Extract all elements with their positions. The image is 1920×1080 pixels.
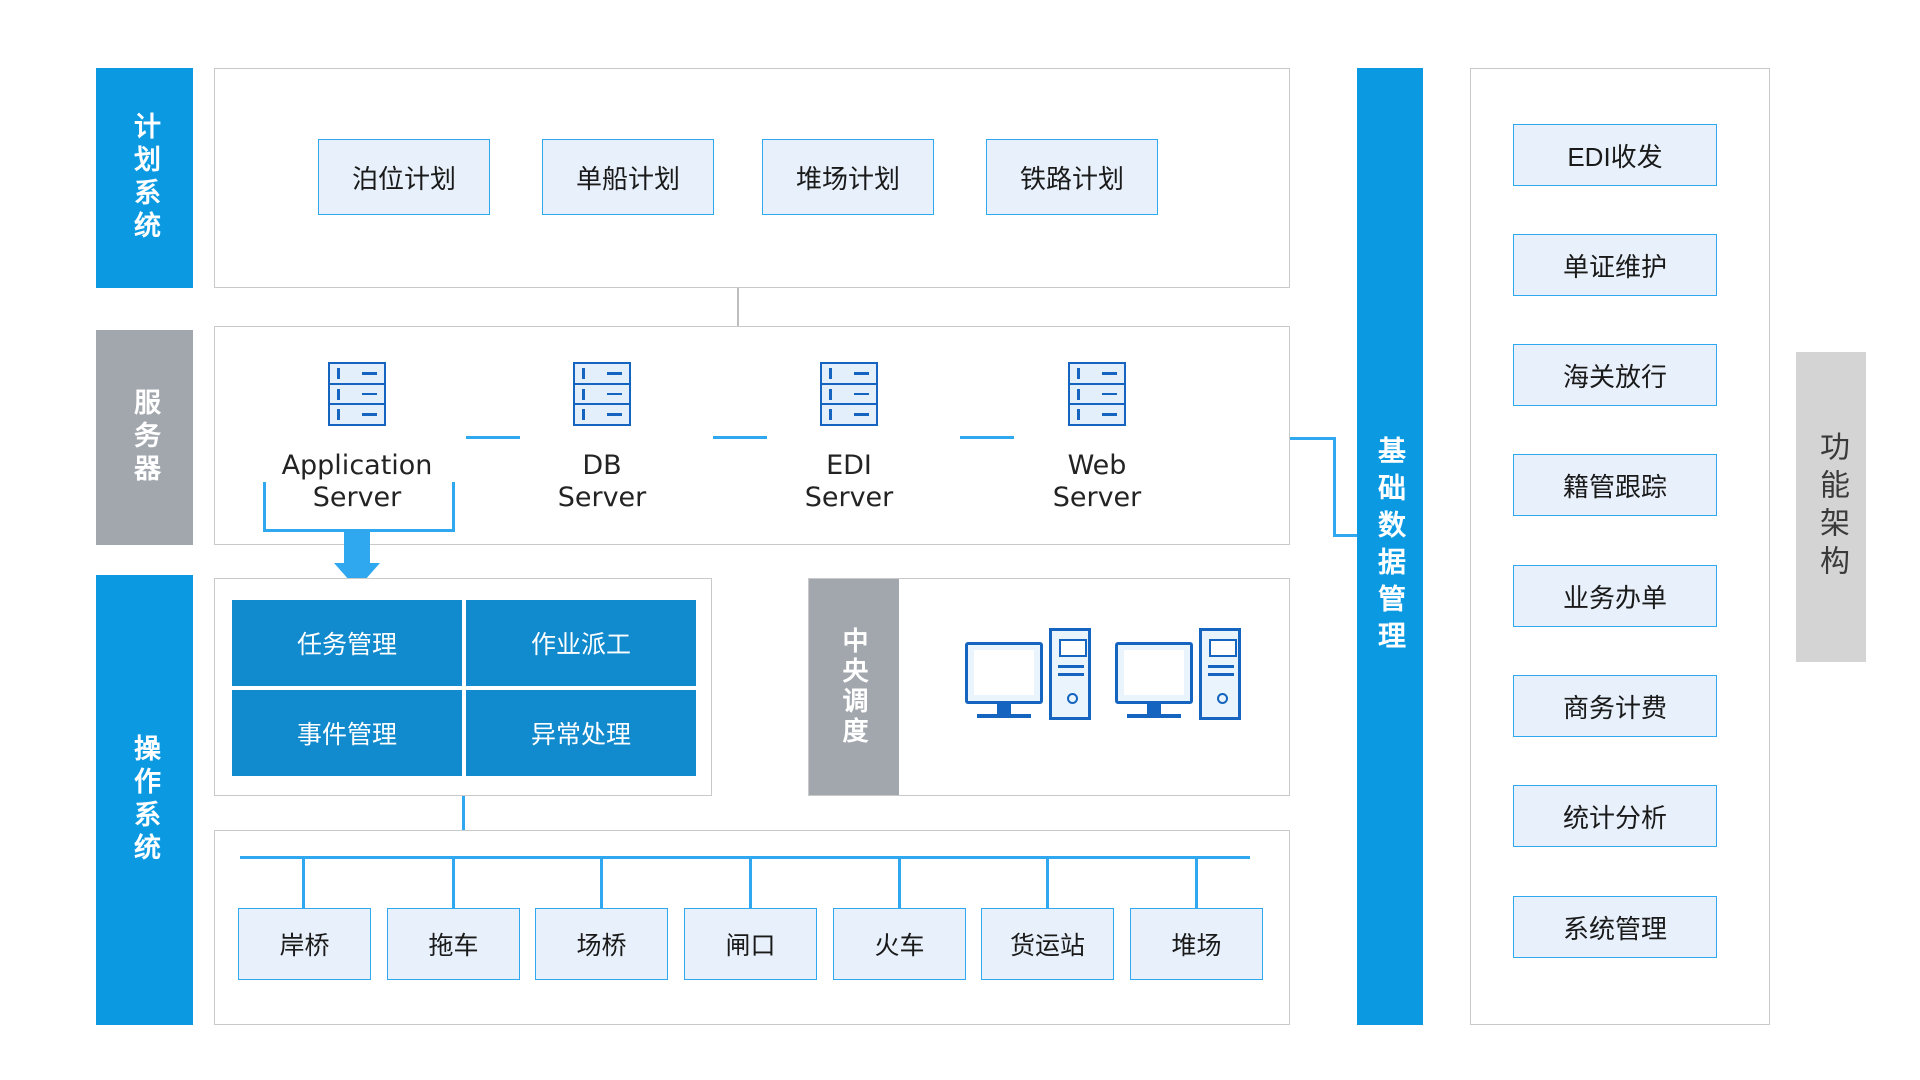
plan-item-vessel[interactable]: 单船计划 <box>542 139 714 215</box>
terminals-drop-6 <box>1046 856 1049 911</box>
band-operation-system-label: 操作系统 <box>130 734 160 866</box>
server-rack-icon-edi <box>820 362 878 426</box>
plan-item-rail-label: 铁路计划 <box>1019 163 1124 194</box>
server-label-web: Web Server <box>1052 450 1142 513</box>
band-central-dispatch: 中央调度 <box>809 579 899 795</box>
function-item-customs-label: 海关放行 <box>1562 361 1667 392</box>
terminal-yard-label: 堆场 <box>1171 932 1222 960</box>
function-item-billing-label: 商务计费 <box>1562 692 1667 723</box>
operation-module-task[interactable]: 任务管理 <box>232 600 462 686</box>
band-server-label: 服务器 <box>130 388 160 487</box>
band-plan-system: 计划系统 <box>96 68 193 288</box>
band-server: 服务器 <box>96 330 193 545</box>
function-item-document[interactable]: 单证维护 <box>1513 234 1717 296</box>
operation-module-task-label: 任务管理 <box>296 631 397 659</box>
terminal-truck-label: 拖车 <box>428 932 479 960</box>
connector-server-to-basedata-v <box>1333 437 1336 537</box>
operation-module-dispatch[interactable]: 作业派工 <box>466 600 696 686</box>
band-central-dispatch-label: 中央调度 <box>839 627 869 747</box>
band-function-architecture-label: 功能架构 <box>1815 431 1848 583</box>
band-base-data-management-label: 基础数据管理 <box>1375 435 1406 658</box>
terminals-bus-line <box>240 856 1250 859</box>
bracket-app-left <box>263 482 266 532</box>
terminal-yard-crane-label: 场桥 <box>576 932 627 960</box>
terminals-drop-4 <box>749 856 752 911</box>
terminal-gate[interactable]: 闸口 <box>684 908 817 980</box>
terminal-quay-crane-label: 岸桥 <box>279 932 330 960</box>
plan-item-berth-label: 泊位计划 <box>351 163 456 194</box>
terminal-train-label: 火车 <box>874 932 925 960</box>
arrow-app-to-operation-shaft <box>344 529 370 565</box>
function-item-billing[interactable]: 商务计费 <box>1513 675 1717 737</box>
terminal-gate-label: 闸口 <box>725 932 776 960</box>
terminal-truck[interactable]: 拖车 <box>387 908 520 980</box>
terminal-train[interactable]: 火车 <box>833 908 966 980</box>
terminals-drop-1 <box>302 856 305 911</box>
plan-item-yard[interactable]: 堆场计划 <box>762 139 934 215</box>
connector-plan-to-server <box>737 288 739 326</box>
connector-server-to-basedata-h1 <box>1290 437 1336 440</box>
terminal-quay-crane[interactable]: 岸桥 <box>238 908 371 980</box>
band-base-data-management: 基础数据管理 <box>1357 68 1423 1025</box>
function-item-business-order-label: 业务办单 <box>1562 582 1667 613</box>
operation-module-exception[interactable]: 异常处理 <box>466 690 696 776</box>
server-label-db: DB Server <box>557 450 647 513</box>
function-item-statistics-label: 统计分析 <box>1562 802 1667 833</box>
server-rack-icon-web <box>1068 362 1126 426</box>
server-rack-icon-db <box>573 362 631 426</box>
connector-app-db <box>466 436 520 439</box>
function-item-tracking[interactable]: 籍管跟踪 <box>1513 454 1717 516</box>
operation-module-exception-label: 异常处理 <box>530 721 631 749</box>
connector-edi-web <box>960 436 1014 439</box>
terminal-yard-crane[interactable]: 场桥 <box>535 908 668 980</box>
terminal-freight-station[interactable]: 货运站 <box>981 908 1114 980</box>
plan-item-rail[interactable]: 铁路计划 <box>986 139 1158 215</box>
function-item-system-admin[interactable]: 系统管理 <box>1513 896 1717 958</box>
terminal-yard[interactable]: 堆场 <box>1130 908 1263 980</box>
band-function-architecture: 功能架构 <box>1796 352 1866 662</box>
function-item-edi[interactable]: EDI收发 <box>1513 124 1717 186</box>
connector-operation-to-terminals-v1 <box>462 796 465 836</box>
connector-db-edi <box>713 436 767 439</box>
terminals-drop-3 <box>600 856 603 911</box>
server-label-application: Application Server <box>281 450 433 513</box>
plan-item-yard-label: 堆场计划 <box>795 163 900 194</box>
terminals-drop-2 <box>452 856 455 911</box>
band-plan-system-label: 计划系统 <box>130 112 160 244</box>
function-item-system-admin-label: 系统管理 <box>1562 913 1667 944</box>
plan-item-vessel-label: 单船计划 <box>575 163 680 194</box>
desktop-computer-icon-2 <box>1115 628 1243 722</box>
function-item-tracking-label: 籍管跟踪 <box>1562 471 1667 502</box>
connector-server-to-basedata-h2 <box>1333 534 1357 537</box>
functions-panel <box>1470 68 1770 1025</box>
terminal-freight-station-label: 货运站 <box>1009 932 1085 960</box>
function-item-document-label: 单证维护 <box>1562 251 1667 282</box>
bracket-app-right <box>452 482 455 532</box>
desktop-computer-icon-1 <box>965 628 1093 722</box>
function-item-edi-label: EDI收发 <box>1567 141 1663 172</box>
server-rack-icon-application <box>328 362 386 426</box>
operation-module-event-label: 事件管理 <box>296 721 397 749</box>
band-operation-system: 操作系统 <box>96 575 193 1025</box>
function-item-customs[interactable]: 海关放行 <box>1513 344 1717 406</box>
function-item-business-order[interactable]: 业务办单 <box>1513 565 1717 627</box>
server-label-edi: EDI Server <box>804 450 894 513</box>
terminals-drop-5 <box>898 856 901 911</box>
operation-module-event[interactable]: 事件管理 <box>232 690 462 776</box>
plan-item-berth[interactable]: 泊位计划 <box>318 139 490 215</box>
operation-module-dispatch-label: 作业派工 <box>530 631 631 659</box>
terminals-drop-7 <box>1195 856 1198 911</box>
function-item-statistics[interactable]: 统计分析 <box>1513 785 1717 847</box>
